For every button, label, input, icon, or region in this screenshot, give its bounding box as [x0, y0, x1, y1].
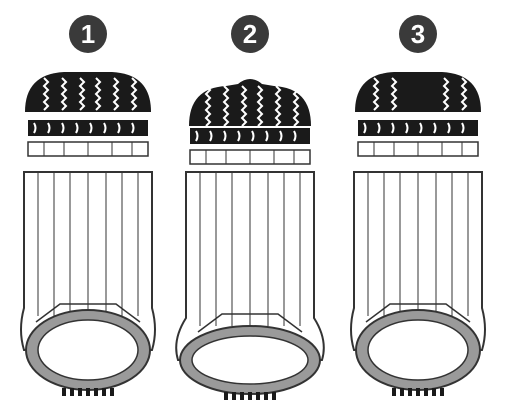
contact-tooth [102, 388, 106, 396]
badge-number: 2 [231, 15, 269, 53]
number-badge: 2 [231, 15, 269, 53]
contact-tooth [248, 392, 252, 400]
belt-band [190, 128, 310, 144]
belt-band [28, 120, 148, 136]
contact-tooth [240, 392, 244, 400]
badge-number: 1 [69, 15, 107, 53]
rim-hole [192, 336, 308, 384]
contact-tooth [78, 388, 82, 396]
contact-tooth [264, 392, 268, 400]
contact-tooth [224, 392, 228, 400]
contact-tooth [256, 392, 260, 400]
tire-cross-section-icon [334, 60, 502, 404]
contact-tooth [86, 388, 90, 396]
contact-tooth [110, 388, 114, 396]
tire-cross-section-icon [166, 60, 334, 404]
tire-figure-2: 2 [166, 0, 334, 404]
contact-tooth [94, 388, 98, 396]
contact-tooth [392, 388, 396, 396]
contact-tooth [232, 392, 236, 400]
contact-tooth [400, 388, 404, 396]
contact-tooth [416, 388, 420, 396]
contact-tooth [70, 388, 74, 396]
rim-hole [38, 320, 138, 380]
contact-tooth [408, 388, 412, 396]
tire-figure-3: 3 [334, 0, 502, 404]
rim-hole [368, 320, 468, 380]
number-badge: 1 [69, 15, 107, 53]
worn-center-band [400, 72, 436, 112]
contact-tooth [272, 392, 276, 400]
contact-tooth [432, 388, 436, 396]
tire-figure-1: 1 [4, 0, 172, 404]
belt-band [358, 120, 478, 136]
number-badge: 3 [399, 15, 437, 53]
tire-cross-section-icon [4, 60, 172, 404]
badge-number: 3 [399, 15, 437, 53]
contact-tooth [440, 388, 444, 396]
contact-tooth [424, 388, 428, 396]
contact-tooth [62, 388, 66, 396]
